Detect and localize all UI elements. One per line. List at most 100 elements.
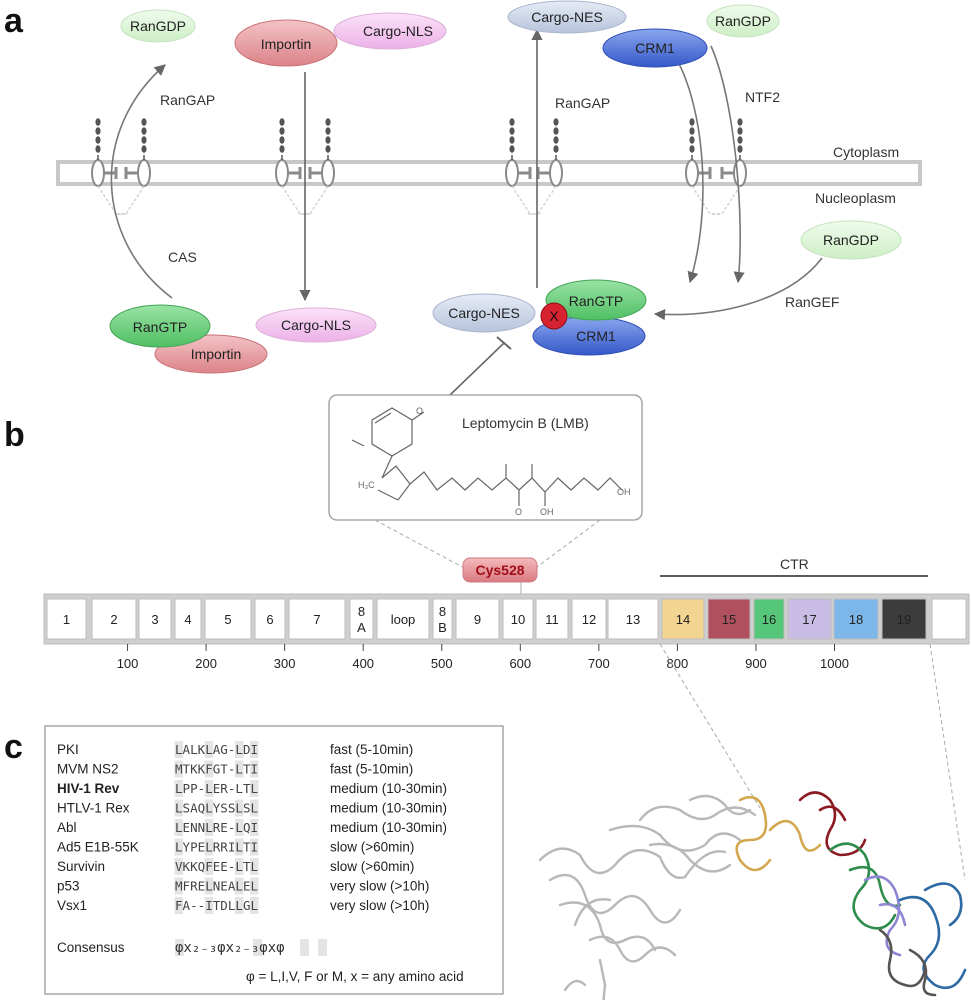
svg-text:LSAQLYSSLSL: LSAQLYSSLSL xyxy=(175,801,258,816)
svg-text:CRM1: CRM1 xyxy=(576,328,616,344)
svg-text:Ad5 E1B-55K: Ad5 E1B-55K xyxy=(57,840,139,855)
consensus-pattern: φx₂₋₃φx₂₋₃φxφ xyxy=(175,939,327,956)
crm1-top: CRM1 xyxy=(602,28,708,68)
rangap-label-export: RanGAP xyxy=(555,95,610,111)
svg-text:MTKKFGT-LTI: MTKKFGT-LTI xyxy=(175,762,258,777)
svg-text:VKKQFEE-LTL: VKKQFEE-LTL xyxy=(175,859,258,874)
svg-text:A: A xyxy=(357,620,366,635)
panel-label-c: c xyxy=(4,728,23,766)
axis-tick-800: 800 xyxy=(667,656,689,671)
panel-label-b: b xyxy=(4,416,25,454)
svg-text:14: 14 xyxy=(676,612,690,627)
svg-text:12: 12 xyxy=(582,612,596,627)
svg-text:HTLV-1 Rex: HTLV-1 Rex xyxy=(57,801,130,816)
svg-text:φx₂₋₃φx₂₋₃φxφ: φx₂₋₃φx₂₋₃φxφ xyxy=(175,940,285,956)
svg-text:medium (10-30min): medium (10-30min) xyxy=(330,820,447,835)
svg-text:10: 10 xyxy=(511,612,525,627)
svg-text:4: 4 xyxy=(184,612,191,627)
domain-1: 1 xyxy=(46,598,87,640)
axis-tick-900: 900 xyxy=(745,656,767,671)
rangef-label: RanGEF xyxy=(785,294,839,310)
crm1-ribbon-structure xyxy=(538,791,967,1000)
nuclear-envelope xyxy=(56,160,922,186)
pore-8 xyxy=(710,118,747,215)
domain-2: 2 xyxy=(91,598,137,640)
svg-text:O: O xyxy=(515,507,522,517)
svg-text:OH: OH xyxy=(617,487,631,497)
svg-text:LYPELRRILTI: LYPELRRILTI xyxy=(175,840,258,855)
domain-14: 14 xyxy=(661,598,705,640)
domain-8b: 8B xyxy=(432,598,453,640)
svg-text:Cargo-NES: Cargo-NES xyxy=(531,9,603,25)
zoom-dash-right xyxy=(929,643,966,881)
axis-tick-500: 500 xyxy=(431,656,453,671)
svg-text:loop: loop xyxy=(391,612,416,627)
crm1-recycling-arrow xyxy=(675,57,704,284)
domain-12: 12 xyxy=(571,598,607,640)
svg-text:FA--ITDLLGL: FA--ITDLLGL xyxy=(175,898,258,913)
lmb-structure-box: Leptomycin B (LMB) O H₃C O OH OH xyxy=(328,394,643,521)
svg-text:slow (>60min): slow (>60min) xyxy=(330,840,414,855)
nucleoplasm-label: Nucleoplasm xyxy=(815,190,896,206)
axis-tick-100: 100 xyxy=(117,656,139,671)
domain-5: 5 xyxy=(204,598,252,640)
ran-recycling-arrow xyxy=(110,64,173,299)
rangtp-nucleus-import: RanGTP xyxy=(109,304,211,348)
domain-10: 10 xyxy=(502,598,534,640)
nes-row-6: Ad5 E1B-55K LYPELRRILTI slow (>60min) xyxy=(57,838,414,856)
domain-19: 19 xyxy=(881,598,927,640)
svg-text:LALKLAG-LDI: LALKLAG-LDI xyxy=(175,742,258,757)
svg-text:19: 19 xyxy=(897,612,911,627)
axis-tick-600: 600 xyxy=(509,656,531,671)
domain-8a: 8A xyxy=(349,598,374,640)
domain-9: 9 xyxy=(455,598,500,640)
axis-tick-400: 400 xyxy=(352,656,374,671)
domain-17: 17 xyxy=(787,598,832,640)
domain-4: 4 xyxy=(174,598,202,640)
inhibition-bar xyxy=(496,336,512,350)
svg-text:7: 7 xyxy=(313,612,320,627)
svg-text:fast (5-10min): fast (5-10min) xyxy=(330,742,413,757)
svg-text:2: 2 xyxy=(110,612,117,627)
rangef-arrow xyxy=(653,257,823,321)
svg-text:medium (10-30min): medium (10-30min) xyxy=(330,781,447,796)
domain-11: 11 xyxy=(535,598,569,640)
cas-label: CAS xyxy=(168,249,197,265)
svg-text:RanGDP: RanGDP xyxy=(823,232,879,248)
svg-text:very slow (>10h): very slow (>10h) xyxy=(330,898,429,913)
svg-text:MVM NS2: MVM NS2 xyxy=(57,762,119,777)
svg-text:O: O xyxy=(416,406,423,416)
pore-3 xyxy=(275,118,312,215)
consensus-legend: φ = L,I,V, F or M, x = any amino acid xyxy=(246,969,464,984)
crm1-export-complex: Cargo-NES CRM1 RanGTP X xyxy=(432,279,647,356)
svg-text:15: 15 xyxy=(722,612,736,627)
rangdp-nucleus: RanGDP xyxy=(800,220,902,260)
importin-top: Importin xyxy=(234,19,338,67)
svg-text:fast (5-10min): fast (5-10min) xyxy=(330,762,413,777)
domain-c-term xyxy=(931,598,967,640)
svg-text:13: 13 xyxy=(626,612,640,627)
pore-2 xyxy=(114,118,151,215)
nes-row-9: Vsx1 FA--ITDLLGL very slow (>10h) xyxy=(57,897,429,914)
svg-text:Importin: Importin xyxy=(191,346,242,362)
svg-text:Vsx1: Vsx1 xyxy=(57,898,87,913)
pore-7 xyxy=(685,118,722,215)
svg-text:Cargo-NLS: Cargo-NLS xyxy=(363,23,433,39)
svg-text:Abl: Abl xyxy=(57,820,77,835)
ntf2-arrow xyxy=(710,45,745,284)
svg-text:RanGDP: RanGDP xyxy=(130,18,186,34)
svg-text:17: 17 xyxy=(802,612,816,627)
inhibition-line xyxy=(449,342,505,396)
svg-text:H₃C: H₃C xyxy=(358,480,375,490)
cargo-nls-top: Cargo-NLS xyxy=(333,12,447,50)
svg-text:RanGTP: RanGTP xyxy=(133,319,187,335)
lmb-dash-right xyxy=(532,519,601,571)
svg-text:slow (>60min): slow (>60min) xyxy=(330,859,414,874)
axis-tick-700: 700 xyxy=(588,656,610,671)
